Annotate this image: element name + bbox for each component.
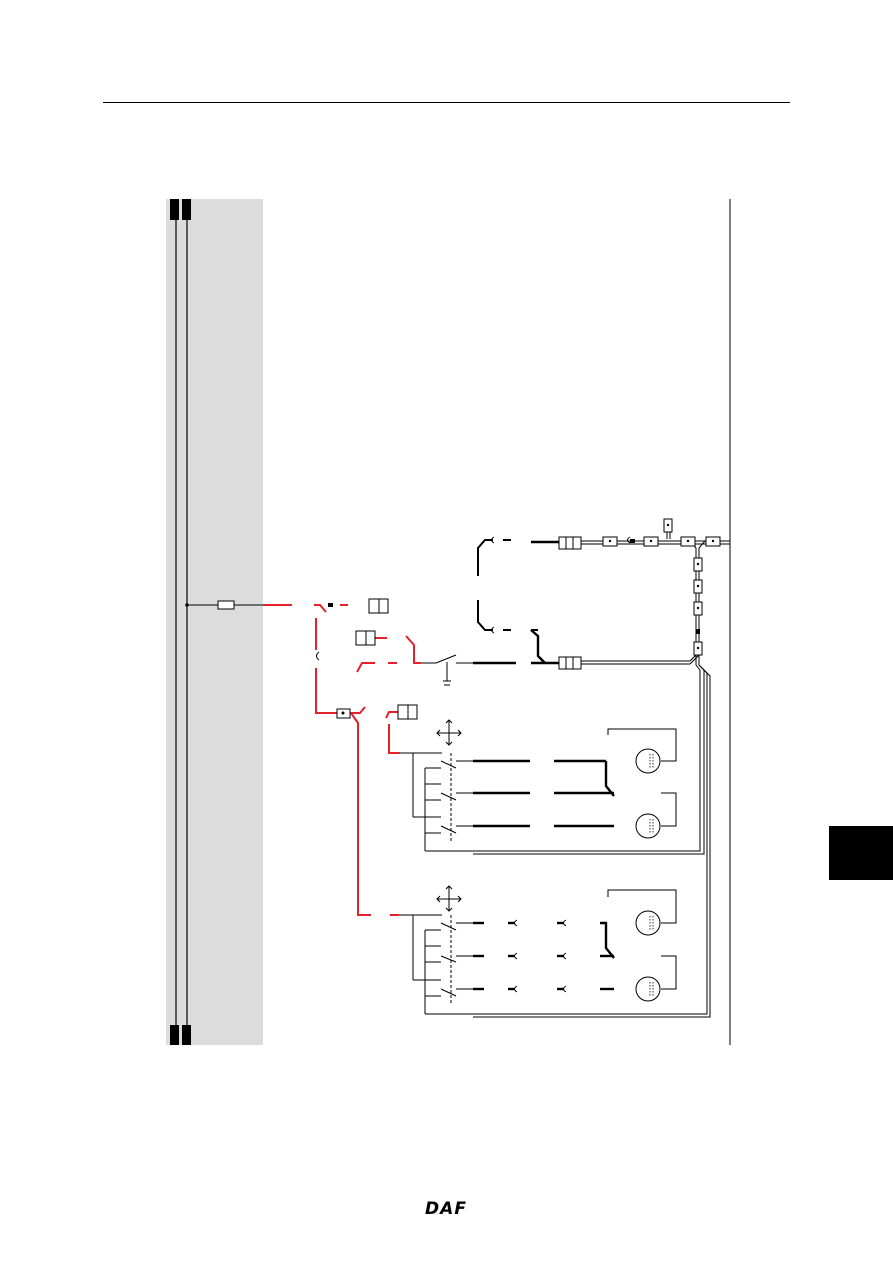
fuse-branch xyxy=(185,600,263,610)
mirror-motor-2 xyxy=(635,813,661,839)
supply-rails xyxy=(175,199,188,1045)
daf-logo: DAF xyxy=(414,1199,478,1219)
fuse xyxy=(217,600,235,610)
mirror-motor-3 xyxy=(635,910,661,936)
section-tab xyxy=(829,826,893,880)
plug-bottom xyxy=(558,656,582,670)
harness-connectors xyxy=(602,518,721,656)
cable-harness xyxy=(473,532,730,1018)
wires xyxy=(473,539,559,665)
header-rule xyxy=(103,102,790,103)
mirror-motor-4 xyxy=(635,976,661,1002)
plug-top xyxy=(558,536,582,550)
connectors xyxy=(336,536,582,720)
logo-text: DAF xyxy=(425,1199,467,1219)
contact-symbols xyxy=(316,536,631,661)
connector-pins xyxy=(328,603,345,715)
mirror-switch-upper xyxy=(400,719,677,852)
supply-rail-panel xyxy=(166,199,263,1045)
switch xyxy=(421,654,473,686)
mirror-motor-1 xyxy=(635,748,661,774)
rail-terminals xyxy=(170,199,191,1045)
harness-pins xyxy=(608,523,715,650)
mirror-switch-lower xyxy=(399,885,677,1015)
power-wires xyxy=(263,604,421,916)
